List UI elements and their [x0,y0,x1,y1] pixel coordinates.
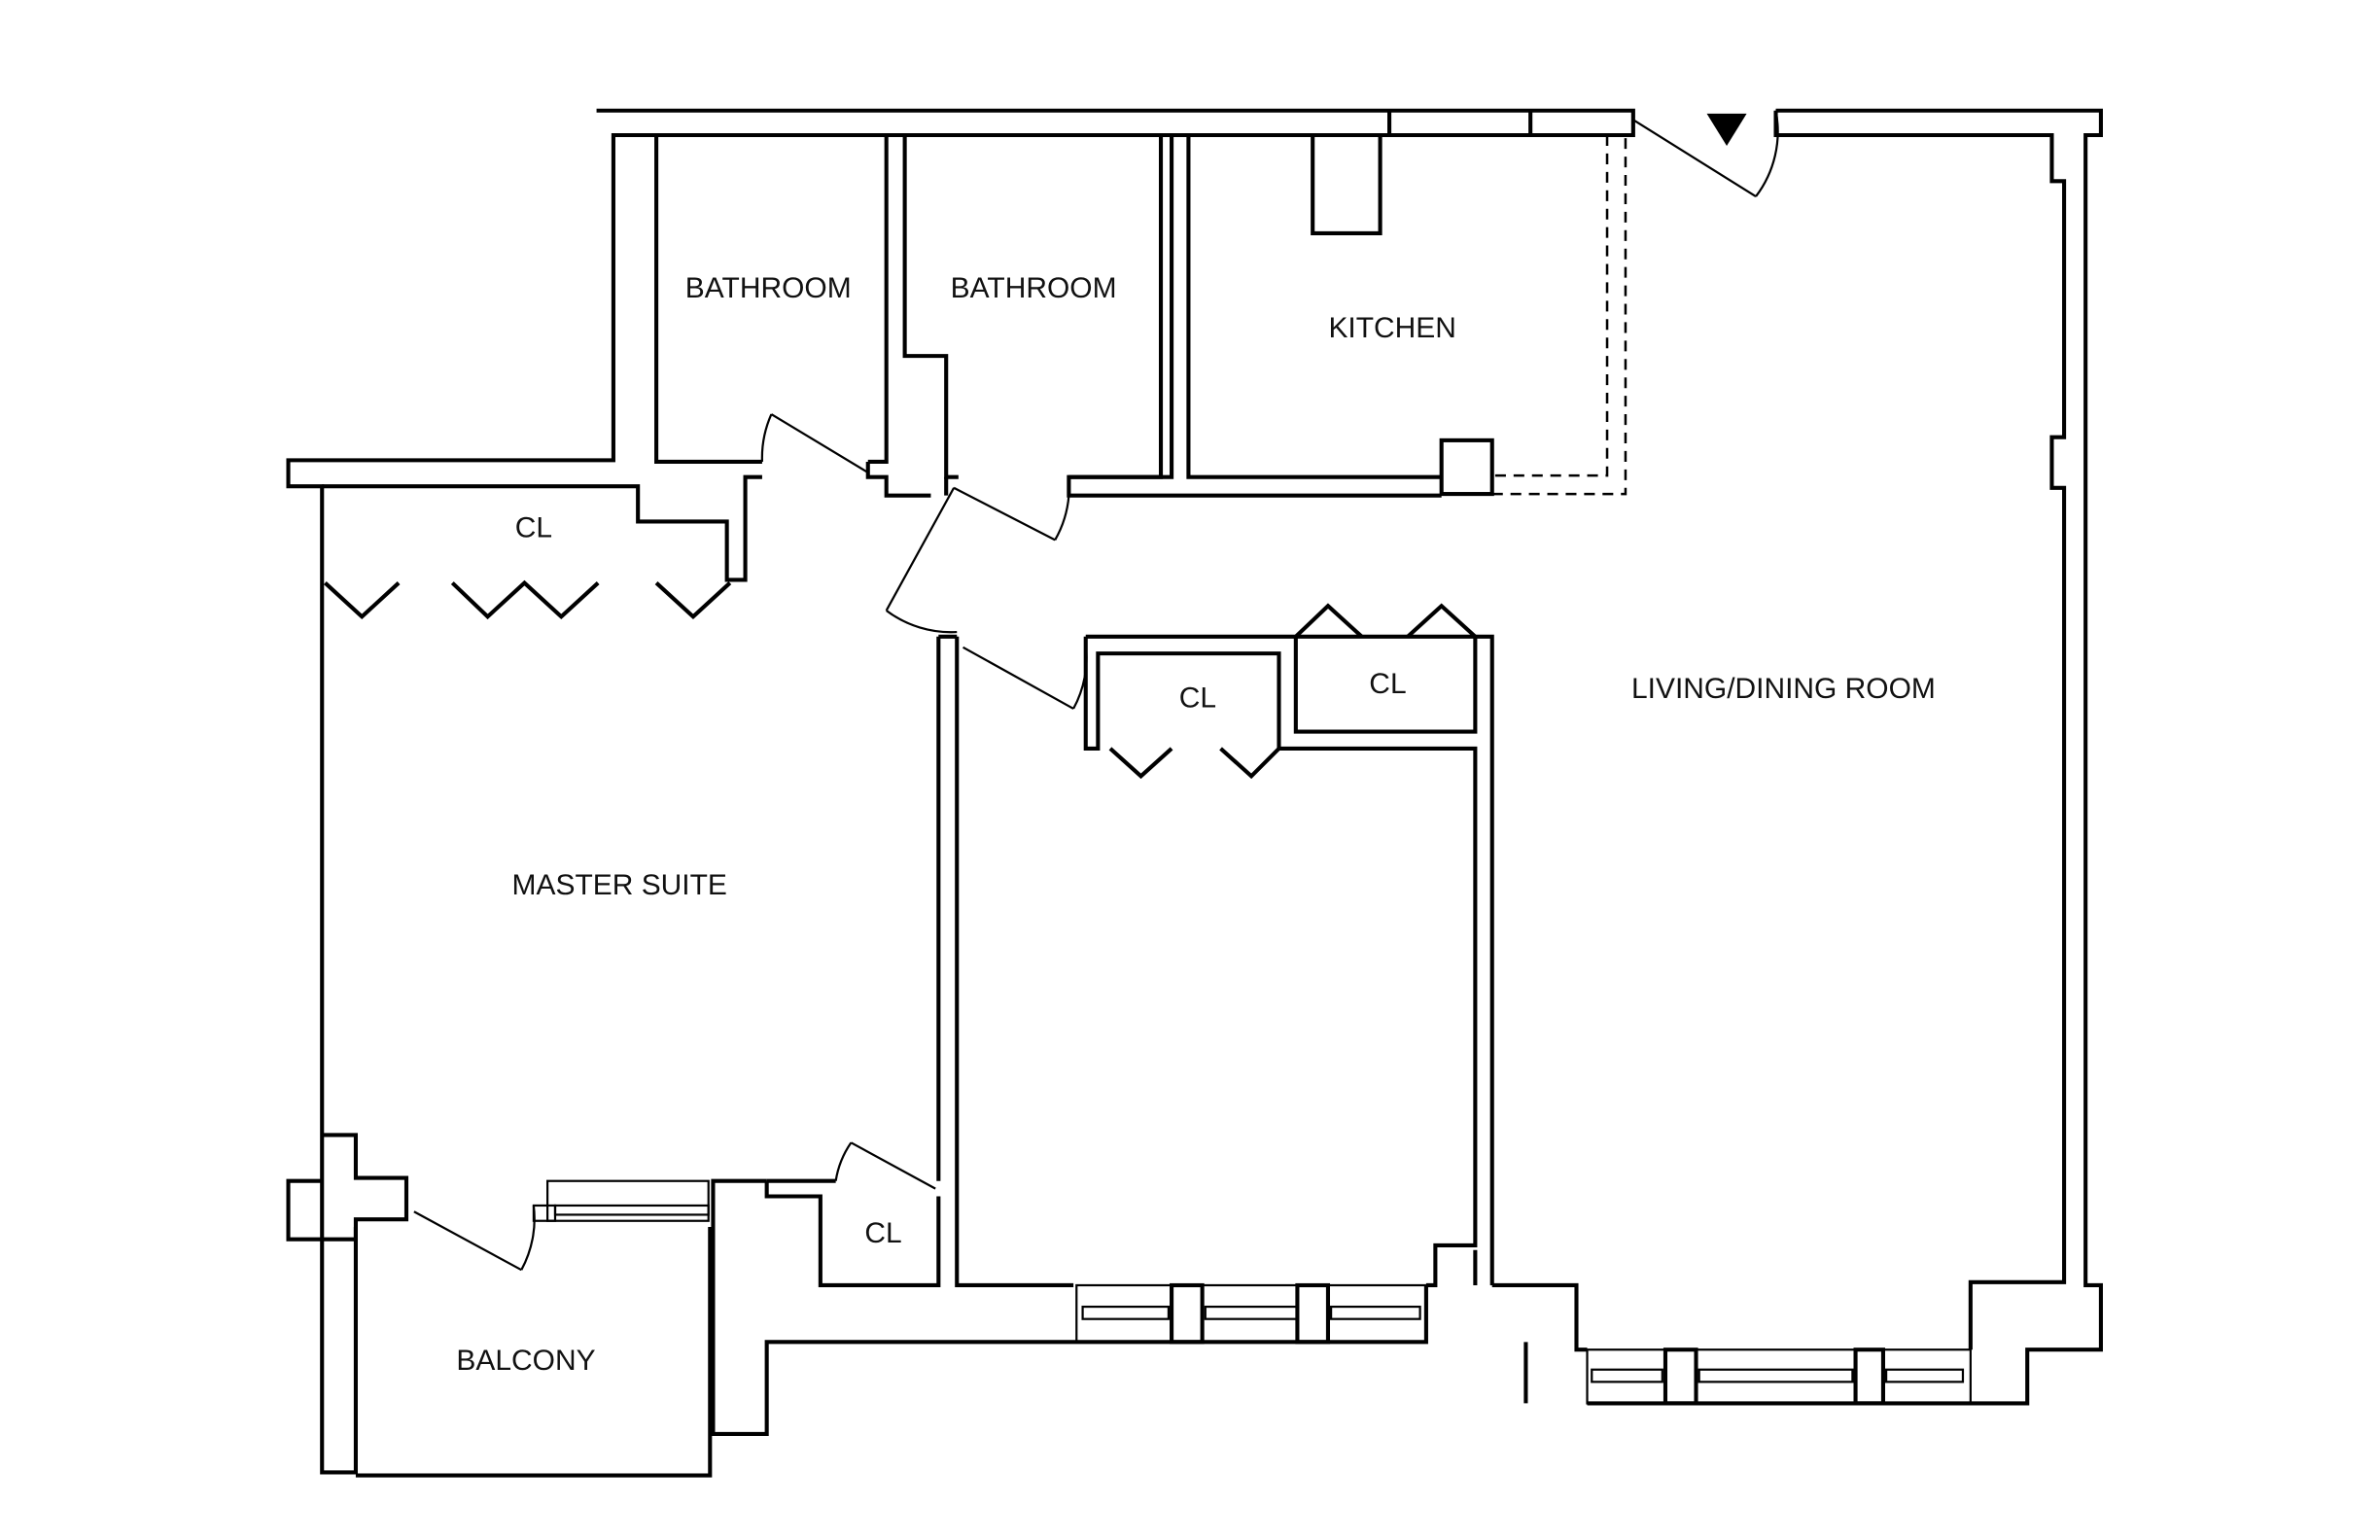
label-closet-hall-2: CL [1369,668,1406,700]
walls [286,108,2103,1478]
label-closet-small: CL [864,1217,901,1249]
label-closet-master: CL [515,511,552,543]
windows [532,1179,1972,1406]
label-closet-hall-1: CL [1179,682,1216,714]
doors [324,110,1779,1272]
entry-marker-icon [1706,113,1747,147]
label-living-dining: LIVING/DINING ROOM [1631,673,1936,705]
label-master-suite: MASTER SUITE [512,869,727,901]
label-bathroom-1: BATHROOM [685,272,852,304]
label-bathroom-2: BATHROOM [951,272,1117,304]
room-labels: BATHROOM BATHROOM KITCHEN CL CL CL LIVIN… [456,272,1935,1377]
label-kitchen: KITCHEN [1328,312,1455,344]
label-balcony: BALCONY [456,1345,595,1377]
